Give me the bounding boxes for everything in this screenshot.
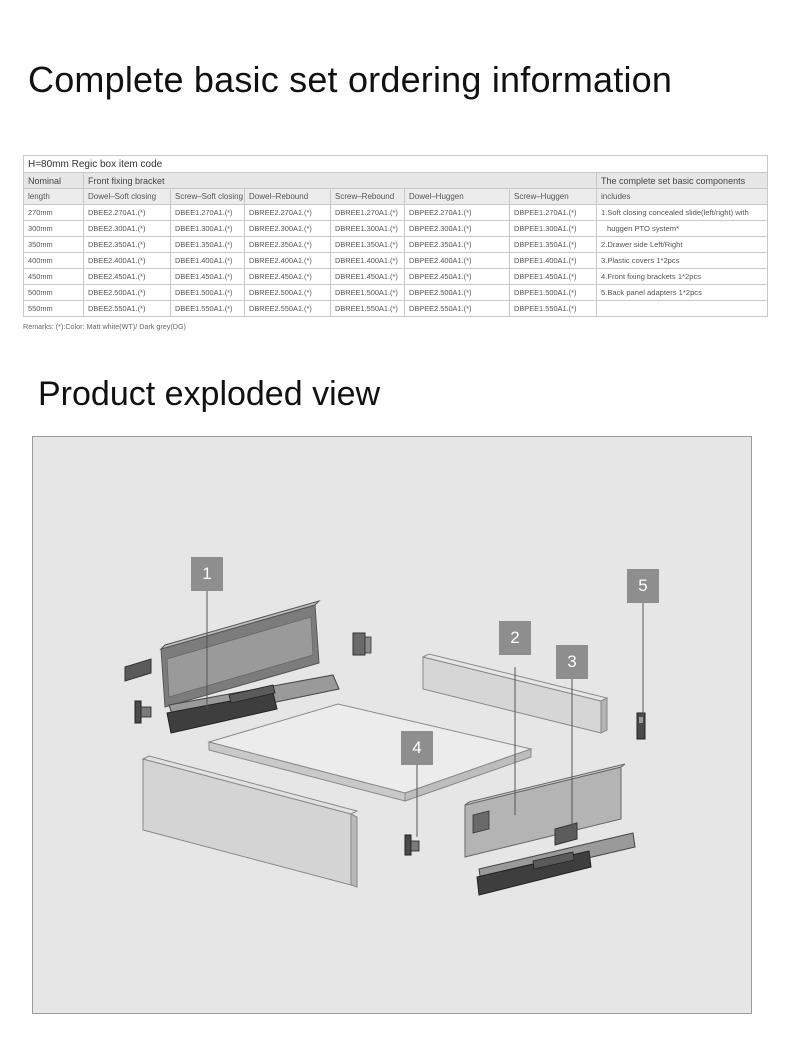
item-code: DBPEE1.500A1.(*) [509, 284, 597, 301]
left-back-bracket [352, 632, 372, 656]
includes-text: huggen PTO system* [595, 220, 769, 237]
exploded-view-figure: 1 2 3 4 5 [32, 436, 752, 1014]
item-code: DBREE2.450A1.(*) [244, 268, 331, 285]
item-code: DBPEE1.350A1.(*) [509, 236, 597, 253]
item-code: DBEE2.550A1.(*) [83, 300, 171, 317]
item-code: DBPEE2.270A1.(*) [404, 204, 510, 221]
item-code: DBREE1.400A1.(*) [330, 252, 405, 269]
item-code: DBEE1.450A1.(*) [170, 268, 245, 285]
item-code: DBREE2.270A1.(*) [244, 204, 331, 221]
subheader: Screw–Rebound [330, 188, 405, 205]
item-code: DBREE1.550A1.(*) [330, 300, 405, 317]
item-code: DBREE2.500A1.(*) [244, 284, 331, 301]
col-includes-2: includes [595, 188, 769, 205]
item-code: DBPEE2.300A1.(*) [404, 220, 510, 237]
subheader: Screw–Huggen [509, 188, 597, 205]
callout-4: 4 [401, 731, 433, 765]
table-row: 350mm DBEE2.350A1.(*) DBEE1.350A1.(*) DB… [23, 236, 769, 253]
table-caption: H=80mm Regic box item code [22, 155, 769, 173]
row-length: 350mm [23, 236, 84, 253]
includes-text: 2.Drawer side Left/Right [595, 236, 769, 253]
left-plastic-cover [124, 658, 152, 682]
item-code: DBREE2.550A1.(*) [244, 300, 331, 317]
ordering-heading: Complete basic set ordering information [28, 59, 673, 100]
drawer-bottom-panel [207, 703, 533, 802]
includes-text: 4.Front fixing brackets 1*2pcs [595, 268, 769, 285]
callout-5: 5 [627, 569, 659, 603]
item-code: DBPEE2.550A1.(*) [404, 300, 510, 317]
item-code: DBEE1.350A1.(*) [170, 236, 245, 253]
col-group-front-fixing: Front fixing bracket [83, 172, 597, 189]
includes-text [595, 300, 769, 317]
subheader: Screw–Soft closing [170, 188, 245, 205]
right-runner [476, 832, 636, 896]
item-code: DBPEE1.270A1.(*) [509, 204, 597, 221]
item-code: DBREE1.500A1.(*) [330, 284, 405, 301]
item-code: DBPEE2.350A1.(*) [404, 236, 510, 253]
item-code: DBPEE2.400A1.(*) [404, 252, 510, 269]
table-row: 450mm DBEE2.450A1.(*) DBEE1.450A1.(*) DB… [23, 268, 769, 285]
item-code: DBPEE1.300A1.(*) [509, 220, 597, 237]
item-code: DBEE1.500A1.(*) [170, 284, 245, 301]
item-code: DBREE2.300A1.(*) [244, 220, 331, 237]
subheader: Dowel–Soft closing [83, 188, 171, 205]
ordering-table: H=80mm Regic box item code Nominal Front… [22, 155, 769, 317]
front-fixing-bracket-4 [404, 834, 420, 856]
col-includes: The complete set basic components [595, 172, 769, 189]
item-code: DBPEE1.550A1.(*) [509, 300, 597, 317]
item-code: DBEE1.550A1.(*) [170, 300, 245, 317]
table-row: 300mm DBEE2.300A1.(*) DBEE1.300A1.(*) DB… [23, 220, 769, 237]
right-drawer-side [464, 763, 626, 858]
includes-text: 3.Plastic covers 1*2pcs [595, 252, 769, 269]
item-code: DBEE2.400A1.(*) [83, 252, 171, 269]
item-code: DBPEE2.500A1.(*) [404, 284, 510, 301]
includes-text: 1.Soft closing concealed slide(left/righ… [595, 204, 769, 221]
subheader: Dowel–Rebound [244, 188, 331, 205]
item-code: DBEE2.350A1.(*) [83, 236, 171, 253]
item-code: DBREE1.450A1.(*) [330, 268, 405, 285]
remarks-text: Remarks: (*):Color: Matt white(WT)/ Dark… [23, 322, 186, 331]
subheader: Dowel–Huggen [404, 188, 510, 205]
col-length: length [23, 188, 84, 205]
item-code: DBEE1.400A1.(*) [170, 252, 245, 269]
item-code: DBPEE1.450A1.(*) [509, 268, 597, 285]
row-length: 450mm [23, 268, 84, 285]
table-row: 550mm DBEE2.550A1.(*) DBEE1.550A1.(*) DB… [23, 300, 769, 317]
row-length: 270mm [23, 204, 84, 221]
left-drawer-side [159, 599, 321, 708]
table-row: 500mm DBEE2.500A1.(*) DBEE1.500A1.(*) DB… [23, 284, 769, 301]
left-runner [166, 674, 340, 734]
col-nominal: Nominal [23, 172, 84, 189]
drawer-front-panel [141, 755, 359, 888]
item-code: DBEE1.270A1.(*) [170, 204, 245, 221]
item-code: DBEE2.270A1.(*) [83, 204, 171, 221]
callout-2: 2 [499, 621, 531, 655]
item-code: DBPEE1.400A1.(*) [509, 252, 597, 269]
item-code: DBREE1.350A1.(*) [330, 236, 405, 253]
left-front-fixing-bracket [134, 700, 152, 724]
callout-leader-lines [206, 591, 644, 837]
item-code: DBEE1.300A1.(*) [170, 220, 245, 237]
row-length: 550mm [23, 300, 84, 317]
includes-text: 5.Back panel adapters 1*2pcs [595, 284, 769, 301]
item-code: DBREE2.400A1.(*) [244, 252, 331, 269]
item-code: DBREE1.270A1.(*) [330, 204, 405, 221]
item-code: DBEE2.500A1.(*) [83, 284, 171, 301]
callout-1: 1 [191, 557, 223, 591]
item-code: DBEE2.300A1.(*) [83, 220, 171, 237]
back-panel-adapter-5 [636, 712, 646, 740]
row-length: 300mm [23, 220, 84, 237]
item-code: DBEE2.450A1.(*) [83, 268, 171, 285]
item-code: DBREE1.300A1.(*) [330, 220, 405, 237]
exploded-view-drawing [124, 591, 646, 896]
table-row: 400mm DBEE2.400A1.(*) DBEE1.400A1.(*) DB… [23, 252, 769, 269]
row-length: 500mm [23, 284, 84, 301]
callout-3: 3 [556, 645, 588, 679]
exploded-heading: Product exploded view [38, 375, 381, 413]
item-code: DBPEE2.450A1.(*) [404, 268, 510, 285]
table-row: 270mm DBEE2.270A1.(*) DBEE1.270A1.(*) DB… [23, 204, 769, 221]
item-code: DBREE2.350A1.(*) [244, 236, 331, 253]
row-length: 400mm [23, 252, 84, 269]
